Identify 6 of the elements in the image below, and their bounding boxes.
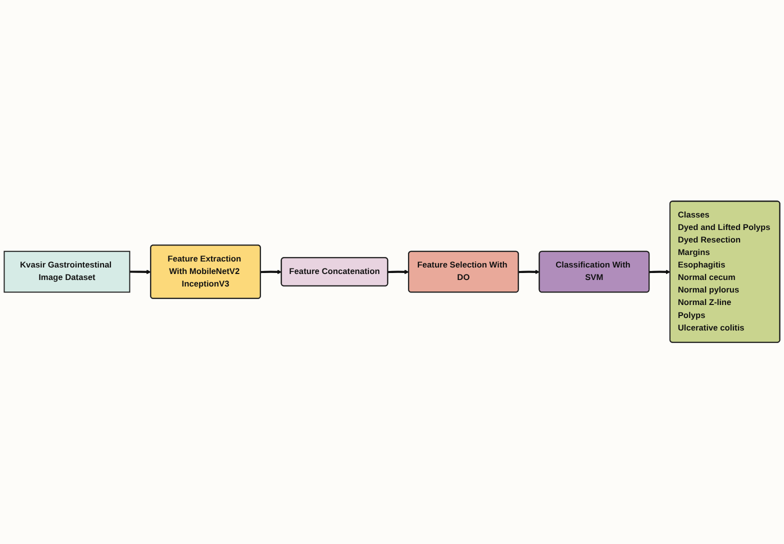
arrow — [388, 270, 410, 274]
arrow — [649, 270, 670, 274]
arrow — [130, 270, 152, 274]
node-box: Kvasir Gastrointestinal Image Dataset — [4, 251, 130, 293]
arrow — [260, 270, 282, 274]
arrow — [518, 270, 540, 274]
